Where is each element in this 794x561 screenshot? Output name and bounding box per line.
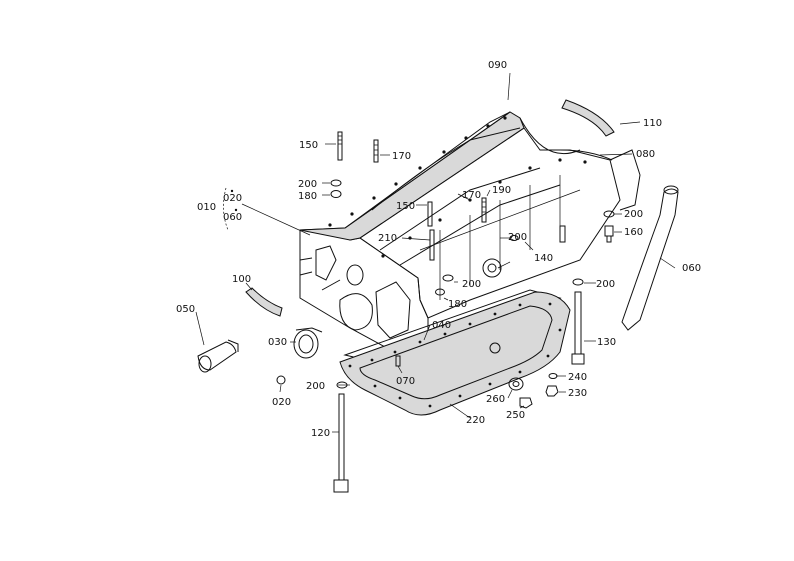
- label-010: 010: [197, 202, 216, 213]
- label-020-a: 020: [223, 193, 242, 204]
- label-060-b: 060: [682, 263, 701, 274]
- label-210: 210: [378, 233, 397, 244]
- label-070: 070: [396, 376, 415, 387]
- label-190: 190: [492, 185, 511, 196]
- label-200-a: 200: [298, 179, 317, 190]
- label-250: 250: [506, 410, 525, 421]
- label-140: 140: [534, 253, 553, 264]
- oil-pan: [339, 291, 571, 416]
- label-130: 130: [597, 337, 616, 348]
- dipstick-tube: [621, 185, 679, 331]
- label-150-a: 150: [299, 140, 318, 151]
- small-plug-020: [276, 375, 286, 385]
- label-020-b: 020: [272, 397, 291, 408]
- label-200-f: 200: [306, 381, 325, 392]
- label-220: 220: [466, 415, 485, 426]
- label-200-e: 200: [596, 279, 615, 290]
- thrust-washer-lower: [245, 287, 283, 317]
- label-200-d: 200: [462, 279, 481, 290]
- label-170-a: 170: [392, 151, 411, 162]
- label-160: 160: [624, 227, 643, 238]
- crankcase-body: [299, 111, 641, 361]
- oil-seal: [293, 327, 323, 359]
- label-150-b: 150: [396, 201, 415, 212]
- fasteners: [230, 131, 615, 493]
- label-090: 090: [488, 60, 507, 71]
- label-200-c: 200: [508, 232, 527, 243]
- label-100: 100: [232, 274, 251, 285]
- label-040: 040: [432, 320, 451, 331]
- label-260: 260: [486, 394, 505, 405]
- label-060-a: 060: [223, 212, 242, 223]
- plug-cylinder: [197, 339, 239, 373]
- label-180-b: 180: [448, 299, 467, 310]
- thrust-washer-upper: [561, 99, 615, 137]
- label-030: 030: [268, 337, 287, 348]
- part-labels: 090 110 080 150 170 200 180 020 010 060 …: [176, 60, 701, 439]
- label-170-b: 170: [462, 190, 481, 201]
- leader-lines: [195, 72, 676, 433]
- label-240: 240: [568, 372, 587, 383]
- label-050: 050: [176, 304, 195, 315]
- label-180-a: 180: [298, 191, 317, 202]
- label-120: 120: [311, 428, 330, 439]
- label-200-b: 200: [624, 209, 643, 220]
- label-110: 110: [643, 118, 662, 129]
- label-080: 080: [636, 149, 655, 160]
- label-230: 230: [568, 388, 587, 399]
